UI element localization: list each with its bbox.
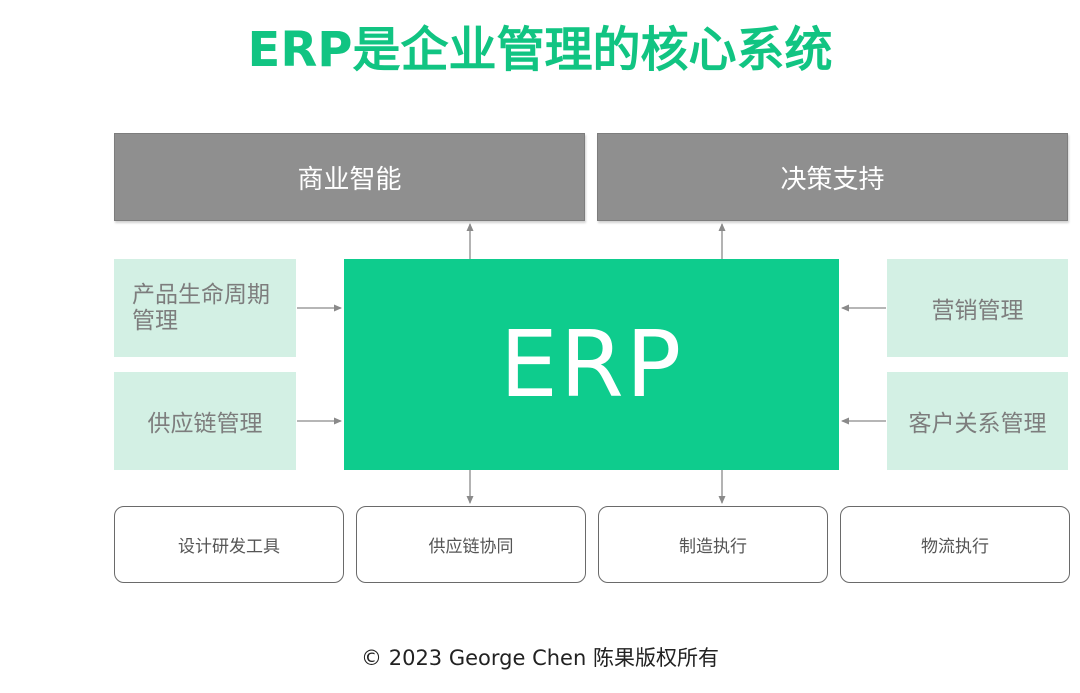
copyright-footer: © 2023 George Chen 陈果版权所有 (361, 646, 719, 670)
plm-label-line2: 管理 (132, 308, 178, 334)
crm-box: 客户关系管理 (887, 372, 1068, 470)
crm-label: 客户关系管理 (908, 411, 1047, 437)
logistics-label: 物流执行 (921, 537, 989, 557)
page-title: ERP是企业管理的核心系统 (247, 22, 833, 78)
manufacturing-label: 制造执行 (679, 537, 747, 557)
business-intelligence-label: 商业智能 (297, 164, 402, 195)
erp-label: ERP (499, 311, 684, 418)
logistics-box: 物流执行 (840, 506, 1070, 583)
plm-box: 产品生命周期 管理 (114, 259, 296, 357)
supply-chain-collab-label: 供应链协同 (428, 537, 514, 557)
marketing-label: 营销管理 (931, 298, 1024, 324)
scm-box: 供应链管理 (114, 372, 296, 470)
decision-support-box: 决策支持 (597, 133, 1068, 221)
decision-support-label: 决策支持 (780, 164, 885, 195)
marketing-box: 营销管理 (887, 259, 1068, 357)
erp-core-box: ERP (344, 259, 839, 470)
plm-label: 产品生命周期 管理 (132, 282, 270, 334)
design-tools-box: 设计研发工具 (114, 506, 344, 583)
scm-label: 供应链管理 (147, 411, 263, 437)
supply-chain-collab-box: 供应链协同 (356, 506, 586, 583)
business-intelligence-box: 商业智能 (114, 133, 585, 221)
plm-label-line1: 产品生命周期 (132, 282, 270, 308)
manufacturing-box: 制造执行 (598, 506, 828, 583)
design-tools-label: 设计研发工具 (178, 537, 280, 557)
